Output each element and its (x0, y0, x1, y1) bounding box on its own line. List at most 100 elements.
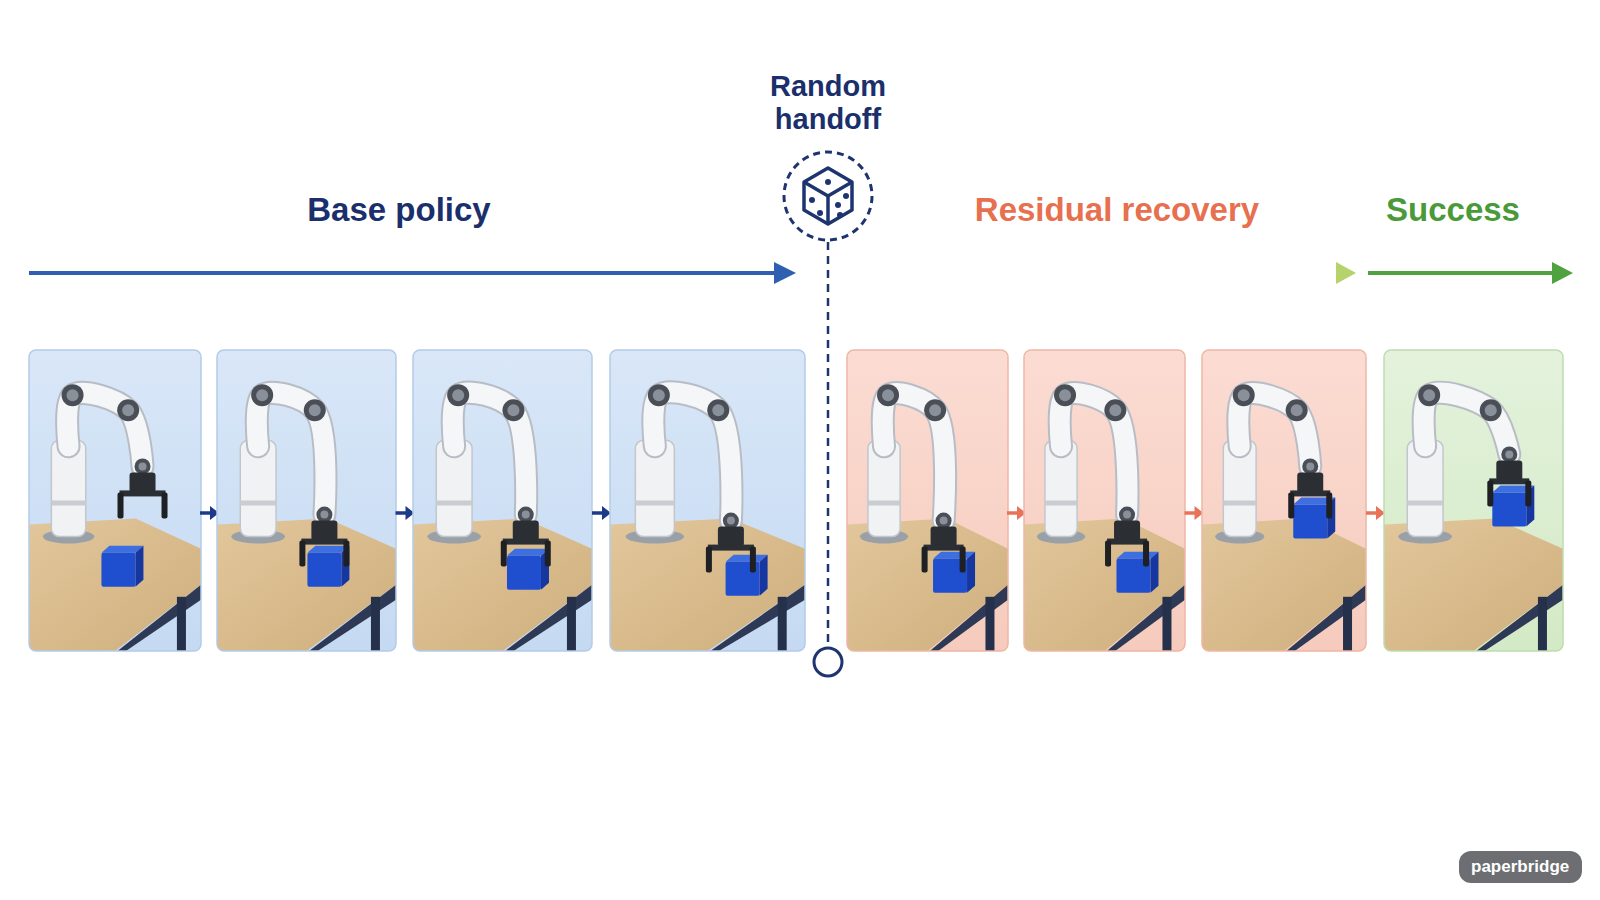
cube-front (507, 556, 541, 590)
arm-joint-cap (320, 511, 328, 519)
arm-joint (723, 513, 739, 529)
blue-cube (933, 552, 975, 593)
step-arrow (1185, 511, 1196, 515)
gripper (1288, 472, 1332, 518)
panel-scene (217, 384, 396, 651)
blue-cube (307, 546, 349, 587)
cube-front (101, 553, 135, 587)
arm-joint-cap (940, 517, 948, 525)
arm-joint (1286, 399, 1308, 421)
gripper-rail (1290, 490, 1330, 496)
timeline-arrows (29, 262, 1573, 284)
dice-circle (784, 152, 872, 240)
arm-joint (304, 399, 326, 421)
arm-joint-cap (309, 404, 321, 416)
scene-panel (1384, 350, 1563, 657)
robot-arm (860, 384, 952, 543)
robot-base-band (635, 501, 674, 506)
table (1024, 519, 1185, 651)
gripper (1105, 521, 1149, 567)
gripper-body (130, 472, 156, 492)
blue-cube (1116, 552, 1158, 593)
robot-arm (626, 384, 739, 543)
arm-joint (135, 458, 151, 474)
arm-joint (62, 384, 84, 406)
gripper (1487, 460, 1531, 506)
gripper-finger (922, 547, 928, 573)
arm-joint (1418, 384, 1440, 406)
gripper-rail (120, 490, 166, 496)
panel-scene (413, 384, 592, 651)
robot-base-band (1223, 501, 1256, 506)
step-arrow (396, 511, 407, 515)
table-edge (307, 585, 397, 651)
table-edge (503, 585, 593, 651)
table-edge (1105, 585, 1186, 651)
gripper (118, 472, 168, 518)
table (610, 519, 805, 651)
arm-joint-cap (139, 462, 147, 470)
arm-joint-cap (122, 404, 134, 416)
handoff-label: Random handoff (743, 70, 913, 137)
gripper-rail (924, 545, 964, 551)
arm-joint-cap (256, 389, 268, 401)
gripper-finger (1326, 492, 1332, 518)
scene-panel (1202, 350, 1366, 657)
table-top (610, 519, 805, 651)
blue-cube (726, 555, 768, 596)
phase-label: Base policy (307, 191, 490, 229)
gripper-finger (343, 541, 349, 567)
gripper-finger (750, 547, 756, 573)
arm-joint (648, 384, 670, 406)
gripper-finger (162, 492, 168, 518)
gripper-body (311, 521, 337, 541)
robot-arm (43, 384, 151, 543)
dice-dot (809, 197, 815, 203)
arm-joint-cap (1238, 389, 1250, 401)
panel-scene (847, 384, 1008, 651)
panel-scene (29, 384, 201, 651)
arm-link-outline (883, 393, 945, 520)
gripper-finger (299, 541, 305, 567)
table-edge (115, 585, 201, 651)
table-edge (1474, 585, 1564, 651)
arm-link-outline (453, 393, 526, 515)
table (29, 519, 201, 651)
scene-panel (1024, 350, 1185, 657)
arm-link-outline (257, 393, 326, 515)
robot-base-band (868, 501, 900, 506)
robot-base-band (436, 501, 472, 506)
arm-joint (1104, 399, 1126, 421)
robot-base-band (51, 501, 85, 506)
gripper-finger (1525, 480, 1531, 506)
gripper-rail (1107, 539, 1147, 545)
phase-label: Success (1386, 191, 1520, 229)
badge-text: paperbridge (1471, 857, 1570, 877)
cube-front (1293, 505, 1327, 539)
scene-panel (610, 350, 805, 657)
arm-joint (316, 507, 332, 523)
arm-joint-cap (67, 389, 79, 401)
dice-icon (804, 168, 852, 224)
arm-joint (1302, 458, 1318, 474)
panel-scene (1024, 384, 1185, 651)
robot-base-band (240, 501, 276, 506)
scene-panel (847, 350, 1008, 657)
arm-joint (924, 399, 946, 421)
panel-scene (1202, 384, 1366, 651)
dice-dot (817, 210, 823, 216)
table (1202, 519, 1366, 651)
arm-joint (877, 384, 899, 406)
scene-panel (217, 350, 396, 657)
robot-base-band (1407, 501, 1443, 506)
arrow-head (1552, 262, 1573, 284)
table-leg (985, 597, 994, 651)
robot-arm (427, 384, 533, 543)
gripper-finger (1288, 492, 1294, 518)
arm-joint-cap (653, 389, 665, 401)
panel-border (29, 350, 201, 651)
robot-arm (1037, 384, 1135, 543)
table-edge (1284, 585, 1366, 651)
table-edge (928, 585, 1009, 651)
arm-joint (251, 384, 273, 406)
